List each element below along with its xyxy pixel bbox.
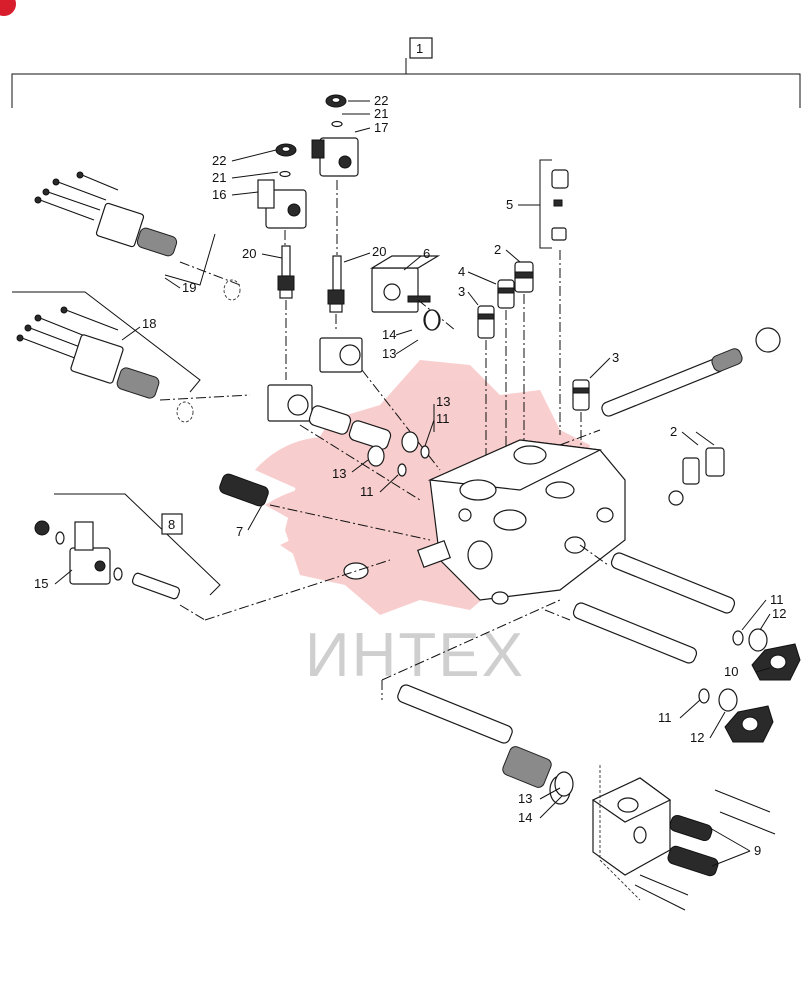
kit-box-8-label: 8 (168, 517, 175, 532)
callout-14-upper: 14 (382, 327, 396, 342)
kit-18 (12, 291, 251, 423)
callout-17: 17 (374, 120, 388, 135)
callout-3-upper: 3 (458, 284, 465, 299)
callout-5: 5 (506, 197, 513, 212)
spool-upper (559, 327, 781, 446)
spool-lower (381, 599, 571, 805)
callout-20-left: 20 (242, 246, 256, 261)
callout-11-right-upper: 11 (770, 592, 784, 607)
callout-12-right-upper: 12 (772, 606, 786, 621)
callout-leaders (54, 100, 771, 867)
callout-22-left: 22 (212, 153, 226, 168)
callout-6: 6 (423, 246, 430, 261)
solenoid-tube-20a (277, 245, 295, 380)
callout-13-lower: 13 (518, 791, 532, 806)
callout-22-top: 22 (374, 93, 388, 108)
callout-numbers: 22 21 17 22 21 16 20 20 5 6 2 4 3 14 13 … (34, 93, 786, 858)
assembly-box-label: 1 (416, 41, 423, 56)
watermark-text: ИНТЕХ (305, 621, 525, 690)
callout-12-right-lower: 12 (690, 730, 704, 745)
spool-right-1 (579, 544, 736, 614)
callout-9: 9 (754, 843, 761, 858)
actuator-heads (267, 337, 441, 501)
seal-11-12-right (698, 628, 801, 743)
callout-10: 10 (724, 664, 738, 679)
kit-8: 8 (34, 473, 431, 621)
callout-13-upper: 13 (382, 346, 396, 361)
valve-body (343, 439, 684, 605)
callout-16: 16 (212, 187, 226, 202)
callout-21-top: 21 (374, 106, 388, 121)
callout-21-left: 21 (212, 170, 226, 185)
callout-13-mid-top: 13 (436, 394, 450, 409)
corner-marker-icon (0, 0, 16, 16)
callout-11-mid: 11 (360, 484, 374, 499)
callout-19: 19 (182, 280, 196, 295)
callout-14-lower: 14 (518, 810, 532, 825)
seal-rings (367, 309, 574, 797)
callout-11-right-lower: 11 (658, 710, 672, 725)
callout-20-right: 20 (372, 244, 386, 259)
callout-13-mid: 13 (332, 466, 346, 481)
callout-4: 4 (458, 264, 465, 279)
end-block (591, 765, 776, 911)
kit-19 (34, 171, 241, 301)
callout-3-right: 3 (612, 350, 619, 365)
callout-15: 15 (34, 576, 48, 591)
block-6 (369, 255, 456, 331)
solenoid-tube-20b (327, 255, 345, 330)
callout-11-mid-top: 11 (436, 411, 450, 426)
spool-right-2 (544, 602, 698, 664)
solenoid-coil-17 (311, 94, 359, 255)
callout-2-right: 2 (670, 424, 677, 439)
solenoid-coil-16 (257, 143, 307, 250)
assembly-bracket: 1 (11, 37, 801, 108)
callout-2-upper: 2 (494, 242, 501, 257)
cartridge-5 (539, 159, 569, 435)
callout-7: 7 (236, 524, 243, 539)
valve-plugs-2-3-4 (477, 261, 725, 485)
callout-18: 18 (142, 316, 156, 331)
